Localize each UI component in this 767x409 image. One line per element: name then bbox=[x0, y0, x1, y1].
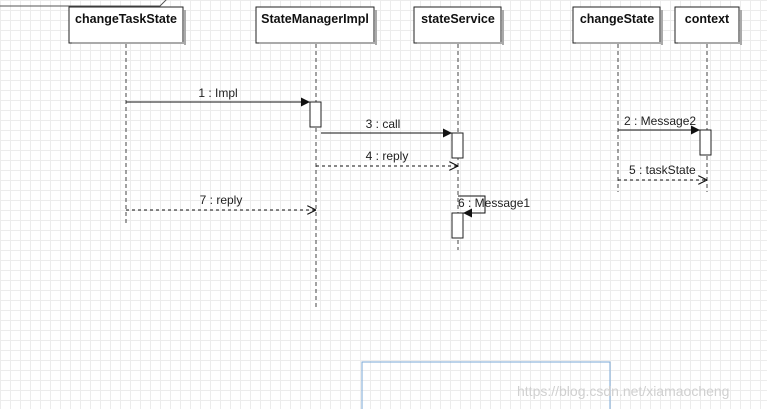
activation-bar bbox=[451, 212, 464, 239]
message-label: 7 : reply bbox=[200, 193, 243, 207]
lifeline-context[interactable]: context bbox=[674, 6, 742, 192]
lifeline-changeTaskState[interactable]: changeTaskState bbox=[68, 6, 186, 225]
message-label: 3 : call bbox=[366, 117, 401, 131]
message-4-reply[interactable]: 4 : reply bbox=[316, 149, 458, 166]
message-1-impl[interactable]: 1 : Impl bbox=[126, 86, 310, 107]
partial-frame-tab bbox=[0, 0, 167, 7]
message-6-message1[interactable]: 6 : Message1 bbox=[458, 195, 530, 218]
lifeline-label: StateManagerImpl bbox=[261, 12, 369, 26]
activation-bar bbox=[451, 132, 464, 159]
lifeline-label: context bbox=[685, 12, 730, 26]
message-label: 2 : Message2 bbox=[624, 114, 696, 128]
message-7-reply[interactable]: 7 : reply bbox=[126, 193, 316, 210]
message-5-taskstate[interactable]: 5 : taskState bbox=[618, 163, 707, 180]
lifeline-label: changeState bbox=[580, 12, 654, 26]
message-2-message2[interactable]: 2 : Message2 bbox=[618, 114, 700, 135]
message-arrow bbox=[458, 195, 486, 218]
lifeline-header[interactable] bbox=[68, 6, 184, 44]
message-3-call[interactable]: 3 : call bbox=[321, 117, 452, 138]
lifeline-changeState[interactable]: changeState bbox=[572, 6, 663, 192]
lifeline-label: stateService bbox=[421, 12, 495, 26]
lifeline-stateService[interactable]: stateService bbox=[413, 6, 504, 250]
message-label: 4 : reply bbox=[366, 149, 409, 163]
lifeline-StateManagerImpl[interactable]: StateManagerImpl bbox=[255, 6, 377, 310]
lifeline-header[interactable] bbox=[413, 6, 502, 44]
message-label: 5 : taskState bbox=[629, 163, 696, 177]
message-label: 6 : Message1 bbox=[458, 196, 530, 210]
activation-bar bbox=[309, 101, 322, 128]
message-label: 1 : Impl bbox=[198, 86, 237, 100]
activation-bar bbox=[699, 129, 712, 156]
selection-frame bbox=[361, 361, 611, 409]
watermark: https://blog.csdn.net/xiamaocheng bbox=[517, 383, 729, 399]
lifeline-label: changeTaskState bbox=[75, 12, 177, 26]
